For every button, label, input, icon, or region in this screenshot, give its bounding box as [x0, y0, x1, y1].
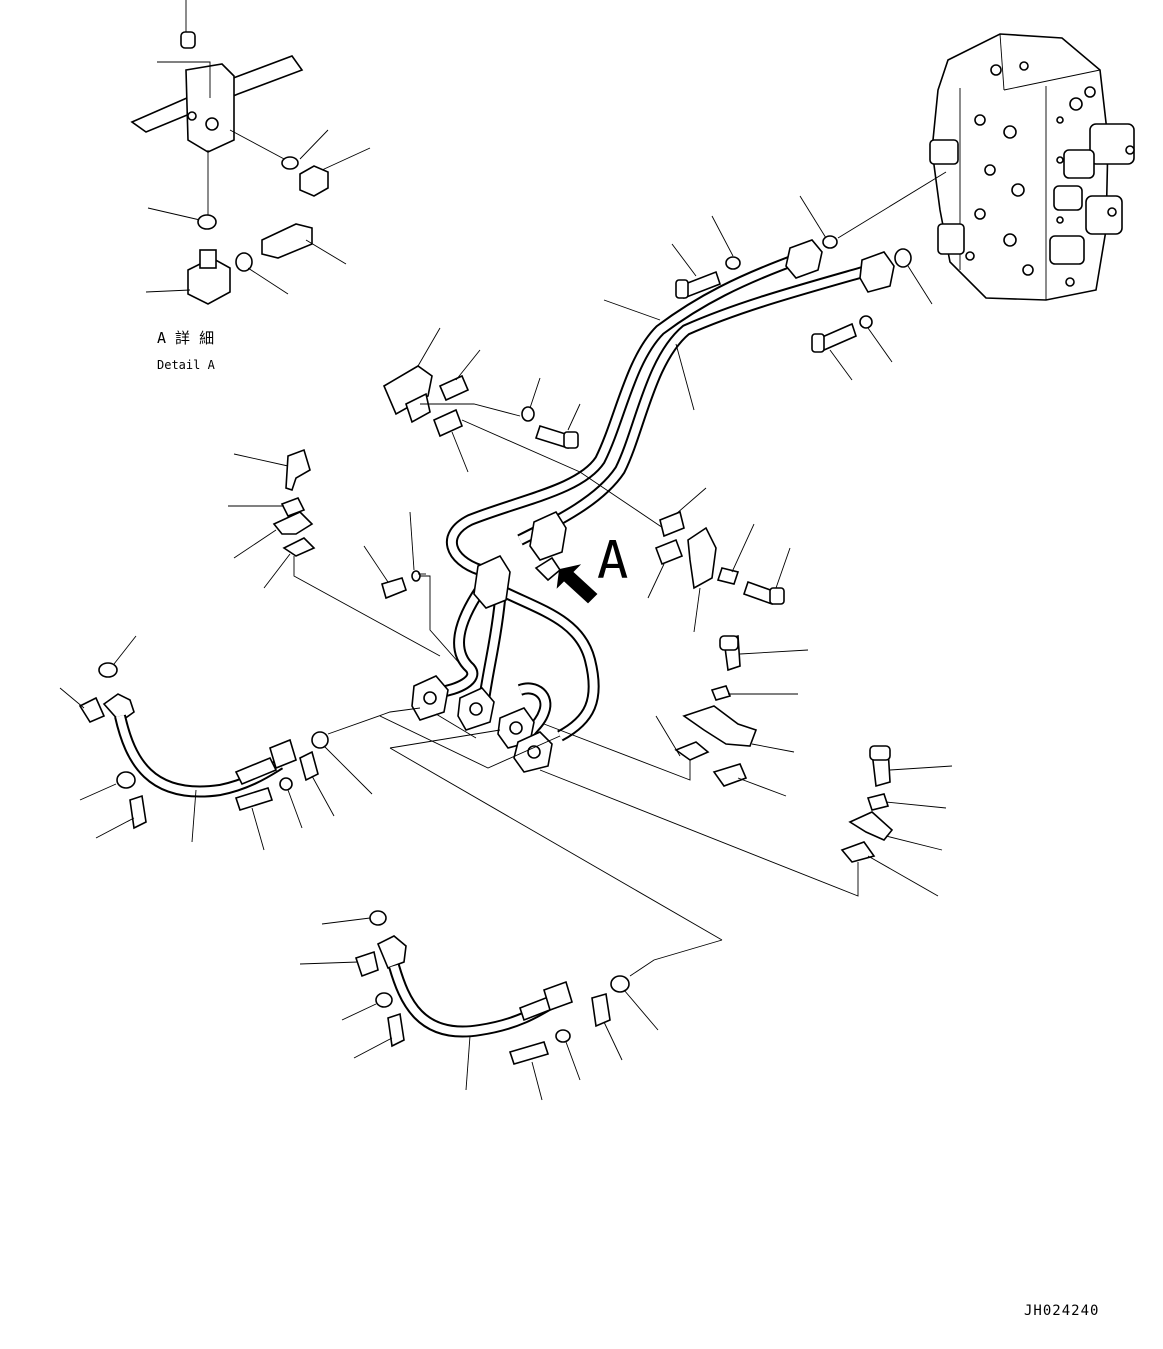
hose-assembly-lower	[299, 910, 723, 1101]
valve-ports	[965, 61, 1135, 287]
detail-a-en-label: Detail A	[157, 358, 216, 372]
clamp-group-far-right	[539, 745, 953, 897]
leader-lines-middle	[379, 713, 723, 941]
main-pipes	[439, 252, 872, 744]
pipe-flanges	[411, 239, 895, 773]
detail-a-jp-label: A 詳 細	[157, 329, 214, 347]
view-arrow-letter: A	[597, 531, 628, 591]
view-arrow-a	[556, 564, 598, 604]
clamp-group-top	[382, 327, 667, 531]
hose-assembly-upper	[59, 635, 421, 851]
clamp-group-left	[228, 448, 562, 665]
clamp-group-lower-right	[543, 634, 809, 797]
detail-a-group	[130, 0, 371, 305]
valve-bolts	[603, 195, 933, 411]
valve-solenoids	[929, 123, 1135, 265]
clamp-group-right	[418, 487, 791, 633]
drawing-code: JH024240	[1024, 1303, 1099, 1319]
control-valve	[837, 33, 1135, 301]
